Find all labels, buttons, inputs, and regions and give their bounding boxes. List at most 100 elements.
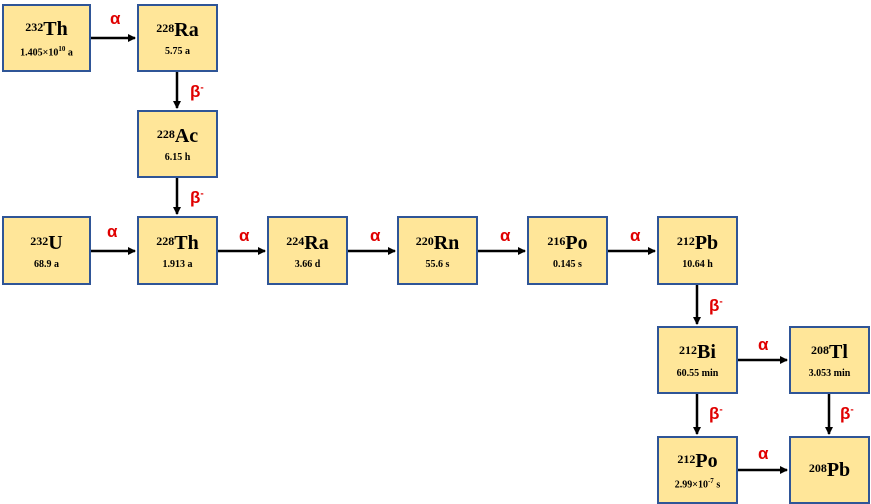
- half-life: 5.75 a: [165, 46, 190, 57]
- nuclide-box-ra228: 228Ra 5.75 a: [137, 4, 218, 72]
- half-life-value: 60.55 min: [676, 368, 719, 379]
- half-life-value: 10.64 h: [682, 258, 713, 270]
- mass-number: 224: [286, 233, 305, 248]
- half-life-value: 1.913 a: [162, 258, 193, 270]
- mass-number: 220: [415, 233, 434, 248]
- half-life: 60.55 min: [677, 368, 719, 379]
- half-life-exponent: -7: [707, 476, 714, 485]
- nuclide-name: 232Th: [25, 18, 67, 40]
- half-life: 3.053 min: [809, 368, 851, 379]
- alpha-symbol: α: [370, 226, 381, 245]
- beta-charge: -: [200, 82, 204, 94]
- alpha-decay-label: α: [758, 335, 768, 355]
- half-life: 10.64 h: [682, 259, 713, 270]
- half-life-exponent: 10: [58, 44, 66, 53]
- mass-number: 212: [677, 451, 696, 466]
- element-symbol: Ac: [174, 125, 199, 147]
- beta-decay-label: β-: [190, 82, 204, 102]
- beta-charge: -: [200, 188, 204, 200]
- half-life-value: 3.053 min: [808, 368, 851, 379]
- alpha-symbol: α: [500, 226, 511, 245]
- beta-charge: -: [719, 404, 723, 416]
- element-symbol: Bi: [697, 341, 716, 363]
- nuclide-name: 216Po: [547, 232, 587, 254]
- half-life-value: 3.66 d: [294, 258, 321, 270]
- half-life: 6.15 h: [165, 152, 191, 163]
- half-life: 1.913 a: [163, 259, 193, 270]
- mass-number: 216: [547, 233, 566, 248]
- alpha-decay-label: α: [370, 226, 380, 246]
- alpha-decay-label: α: [630, 226, 640, 246]
- element-symbol: Tl: [829, 341, 848, 363]
- alpha-decay-label: α: [500, 226, 510, 246]
- beta-decay-label: β-: [709, 404, 723, 424]
- half-life: 68.9 a: [34, 259, 59, 270]
- half-life: 0.145 s: [553, 259, 582, 270]
- beta-decay-label: β-: [190, 188, 204, 208]
- nuclide-box-bi212: 212Bi 60.55 min: [657, 326, 738, 394]
- alpha-decay-label: α: [107, 222, 117, 242]
- element-symbol: Pb: [694, 231, 719, 254]
- nuclide-name: 224Ra: [286, 232, 328, 254]
- element-symbol: Th: [43, 17, 68, 40]
- mass-number: 208: [811, 343, 830, 357]
- nuclide-name: 212Bi: [679, 341, 716, 363]
- mass-number: 212: [676, 233, 695, 248]
- nuclide-box-po216: 216Po 0.145 s: [527, 216, 608, 285]
- nuclide-box-ra224: 224Ra 3.66 d: [267, 216, 348, 285]
- mass-number: 228: [156, 21, 175, 35]
- nuclide-name: 220Rn: [416, 232, 460, 254]
- half-life-unit: s: [713, 479, 721, 491]
- element-symbol: Po: [695, 449, 718, 472]
- nuclide-name: 208Pb: [809, 459, 850, 481]
- element-symbol: Rn: [433, 231, 460, 254]
- alpha-symbol: α: [110, 9, 121, 28]
- beta-symbol: β: [190, 82, 201, 101]
- alpha-decay-label: α: [239, 226, 249, 246]
- nuclide-name: 228Th: [156, 232, 198, 254]
- element-symbol: Ra: [174, 19, 199, 41]
- alpha-symbol: α: [107, 222, 118, 241]
- half-life-value: 5.75 a: [165, 46, 190, 57]
- element-symbol: Th: [174, 231, 199, 254]
- alpha-symbol: α: [239, 226, 250, 245]
- half-life: 55.6 s: [426, 259, 450, 270]
- half-life-value: 55.6 s: [425, 258, 450, 270]
- beta-decay-label: β-: [709, 296, 723, 316]
- half-life-value: 0.145 s: [553, 258, 582, 270]
- nuclide-box-th228: 228Th 1.913 a: [137, 216, 218, 285]
- nuclide-box-u232: 232U 68.9 a: [2, 216, 91, 285]
- beta-charge: -: [850, 404, 854, 416]
- alpha-decay-label: α: [758, 444, 768, 464]
- beta-decay-label: β-: [840, 404, 854, 424]
- element-symbol: U: [48, 231, 63, 254]
- nuclide-name: 212Po: [677, 450, 717, 472]
- nuclide-box-th232: 232Th 1.405×1010 a: [2, 4, 91, 72]
- mass-number: 232: [30, 233, 49, 248]
- nuclide-box-po212: 212Po 2.99×10-7 s: [657, 436, 738, 504]
- half-life-value: 2.99×10: [674, 479, 708, 491]
- element-symbol: Pb: [826, 459, 851, 481]
- mass-number: 208: [808, 461, 827, 475]
- nuclide-name: 208Tl: [811, 341, 848, 363]
- mass-number: 228: [156, 233, 175, 248]
- nuclide-name: 232U: [30, 232, 62, 254]
- nuclide-box-pb208: 208Pb: [789, 436, 870, 504]
- alpha-symbol: α: [758, 335, 769, 354]
- alpha-symbol: α: [630, 226, 641, 245]
- mass-number: 228: [156, 127, 175, 141]
- half-life: 1.405×1010 a: [20, 45, 73, 58]
- mass-number: 212: [679, 343, 698, 357]
- half-life: 3.66 d: [295, 259, 321, 270]
- nuclide-box-tl208: 208Tl 3.053 min: [789, 326, 870, 394]
- element-symbol: Ra: [304, 231, 329, 254]
- nuclide-box-ac228: 228Ac 6.15 h: [137, 110, 218, 178]
- half-life-value: 6.15 h: [164, 152, 191, 163]
- beta-symbol: β: [190, 188, 201, 207]
- mass-number: 232: [25, 19, 44, 34]
- beta-symbol: β: [840, 404, 851, 423]
- alpha-decay-label: α: [110, 9, 120, 29]
- half-life-unit: a: [65, 47, 73, 59]
- alpha-symbol: α: [758, 444, 769, 463]
